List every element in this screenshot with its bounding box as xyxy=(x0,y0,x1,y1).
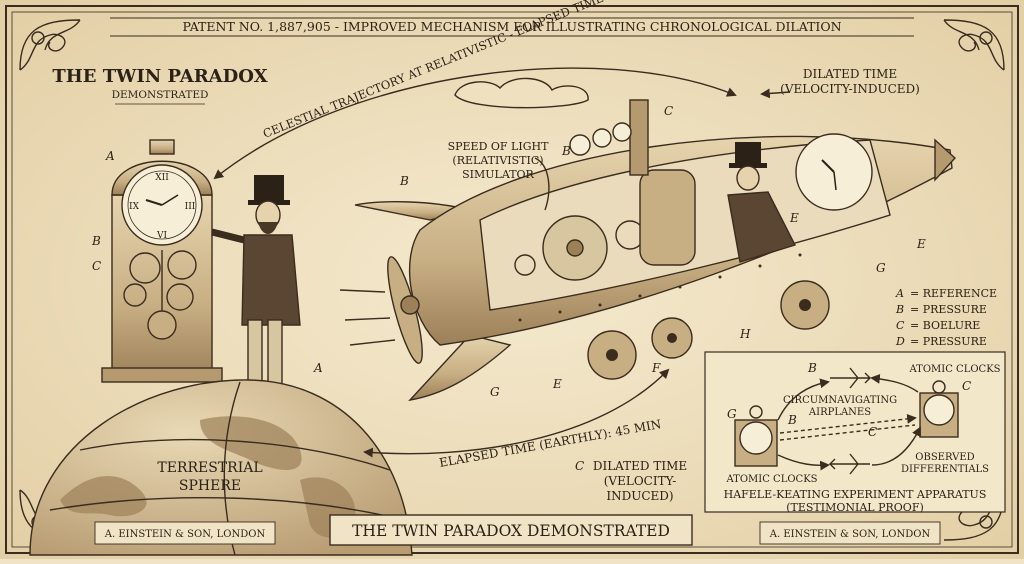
inset-callout-c-right: C xyxy=(962,379,971,393)
patent-banner: PATENT NO. 1,887,905 - IMPROVED MECHANIS… xyxy=(182,19,841,34)
legend-key-a: A xyxy=(895,287,904,300)
dilated-time-bottom-line2: (VELOCITY- xyxy=(604,474,677,488)
svg-text:IX: IX xyxy=(129,202,140,212)
legend-text-a: = REFERENCE xyxy=(910,287,997,300)
dilated-time-bottom-line3: INDUCED) xyxy=(606,489,673,503)
speed-of-light-line3: SIMULATOR xyxy=(462,168,534,181)
rocket-callout-g-fin: G xyxy=(490,385,500,399)
sphere-label-line2: SPHERE xyxy=(179,478,241,494)
dilated-time-bottom-line1: DILATED TIME xyxy=(593,459,687,473)
sphere-label-line1: TERRESTRIAL xyxy=(157,460,262,476)
clock-callout-b: B xyxy=(91,234,101,248)
inset-atomic-clocks-bottom: ATOMIC CLOCKS xyxy=(725,474,817,485)
dilated-time-bottom-letter: C xyxy=(575,459,584,473)
inset-caption-line1: HAFELE-KEATING EXPERIMENT APPARATUS xyxy=(724,488,987,501)
footer-right: A. EINSTEIN & SON, LONDON xyxy=(769,529,931,540)
clock-callout-a: A xyxy=(105,149,115,163)
parts-legend: A = REFERENCE B = PRESSURE C = BOELURE D… xyxy=(895,287,997,348)
svg-text:XII: XII xyxy=(155,173,169,183)
rocket-trajectory-arrow xyxy=(213,67,737,180)
terrestrial-sphere xyxy=(29,379,413,556)
legend-text-b: = PRESSURE xyxy=(910,303,987,316)
steam-cloud xyxy=(454,77,589,109)
legend-text-d: = PRESSURE xyxy=(910,335,987,348)
inset-callout-b-left: B xyxy=(787,413,797,427)
reference-tower-clock: XII III VI IX xyxy=(101,139,223,383)
legend-text-c: = BOELURE xyxy=(910,319,980,332)
svg-text:III: III xyxy=(185,202,196,212)
speed-of-light-leader xyxy=(534,157,550,211)
rocket-callout-e-bottom: E xyxy=(552,377,562,391)
rocket-ship xyxy=(354,99,956,402)
rocket-callout-b-tail: B xyxy=(399,174,409,188)
earth-trajectory-arrow xyxy=(363,368,670,458)
smokestack xyxy=(629,99,649,176)
page-subtitle: DEMONSTRATED xyxy=(112,89,209,101)
inset-callout-b-top: B xyxy=(807,361,817,375)
corner-flourish-top-right xyxy=(943,19,1005,71)
rocket-callout-h: H xyxy=(739,327,751,341)
inner-border xyxy=(11,11,1013,548)
inset-circumnavigating-line1: CIRCUMNAVIGATING xyxy=(783,395,897,406)
rocket-callout-e-nose: E xyxy=(916,237,926,251)
corner-flourish-top-left xyxy=(19,19,81,71)
dilated-time-top-line1: DILATED TIME xyxy=(803,67,897,81)
legend-key-d: D xyxy=(895,335,905,348)
inset-callout-c-mid: C xyxy=(868,425,877,439)
speed-lines xyxy=(339,289,396,346)
inset-circumnavigating-line2: AIRPLANES xyxy=(808,407,871,418)
legend-key-b: B xyxy=(895,303,904,316)
inset-observed-line2: DIFFERENTIALS xyxy=(901,464,989,475)
inset-caption-line2: (TESTIMONIAL PROOF) xyxy=(786,501,924,514)
footer-center-title: THE TWIN PARADOX DEMONSTRATED xyxy=(352,522,670,540)
outer-border xyxy=(5,5,1019,554)
inset-callout-g: G xyxy=(727,407,737,421)
clock-callout-c: C xyxy=(92,259,101,273)
globe-callout-a: A xyxy=(313,361,323,375)
rocket-callout-e-inner: E xyxy=(789,211,799,225)
svg-text:VI: VI xyxy=(156,231,167,241)
footer-left: A. EINSTEIN & SON, LONDON xyxy=(104,529,266,540)
rocket-callout-b-top: B xyxy=(561,144,571,158)
speed-of-light-line2: (RELATIVISTIC) xyxy=(452,154,543,167)
hafele-keating-inset xyxy=(704,351,1006,513)
dilated-time-top-arrow xyxy=(760,88,791,99)
inset-observed-line1: OBSERVED xyxy=(915,452,974,463)
dilated-time-top-line2: (VELOCITY-INDUCED) xyxy=(780,82,920,96)
legend-key-c: C xyxy=(896,319,905,332)
rocket-callout-f: F xyxy=(651,361,661,375)
speed-of-light-line1: SPEED OF LIGHT xyxy=(448,140,549,153)
inset-atomic-clocks-top: ATOMIC CLOCKS xyxy=(908,364,1000,375)
rocket-callout-g-body: G xyxy=(876,261,886,275)
rocket-callout-c-top: C xyxy=(664,104,673,118)
page-title: THE TWIN PARADOX xyxy=(52,66,267,87)
